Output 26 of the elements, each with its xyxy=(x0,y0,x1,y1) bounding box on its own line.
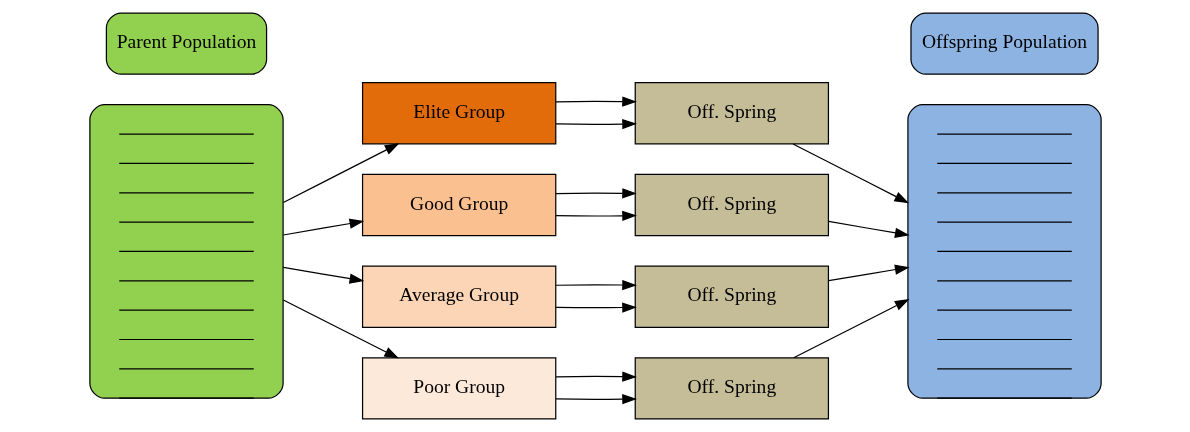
arrow xyxy=(282,218,364,236)
arrow xyxy=(554,96,637,107)
arrow xyxy=(554,302,637,313)
node-box: Offspring Population xyxy=(909,12,1099,75)
arrow xyxy=(554,188,637,199)
node-box: Elite Group xyxy=(361,82,556,145)
arrow xyxy=(282,299,399,359)
node-box: Off. Spring xyxy=(634,357,829,420)
arrow xyxy=(554,118,637,130)
arrow xyxy=(827,220,910,238)
arrow xyxy=(282,266,364,284)
node-box: Average Group xyxy=(361,265,556,328)
node-box: Off. Spring xyxy=(634,82,829,145)
arrow xyxy=(554,210,637,221)
arrow xyxy=(792,299,909,359)
node-box: Parent Population xyxy=(105,12,267,75)
node-box: Off. Spring xyxy=(634,173,829,237)
node-box: Poor Group xyxy=(361,357,556,420)
arrow xyxy=(554,394,637,405)
arrow xyxy=(791,143,909,204)
arrow xyxy=(554,279,637,291)
node-box: Good Group xyxy=(361,173,556,237)
arrow xyxy=(554,371,637,382)
arrow xyxy=(827,264,910,282)
node-box: Off. Spring xyxy=(634,265,829,328)
arrow xyxy=(282,143,399,204)
